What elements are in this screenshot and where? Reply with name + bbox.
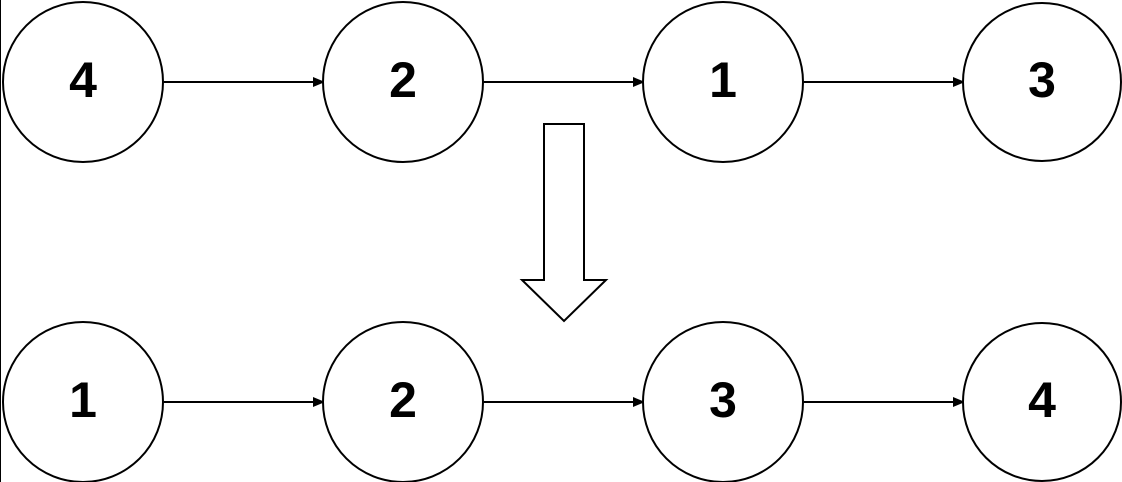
after-list: 1 2 3 4: [2, 321, 1122, 482]
node-value: 4: [1028, 372, 1056, 428]
node-value: 2: [389, 52, 417, 108]
list-node: 4: [962, 322, 1122, 482]
list-node: 3: [962, 2, 1122, 162]
node-value: 1: [709, 52, 737, 108]
node-value: 1: [69, 372, 97, 428]
node-value: 3: [1028, 52, 1056, 108]
list-node: 1: [642, 1, 804, 163]
list-node: 3: [642, 321, 804, 482]
node-value: 2: [389, 372, 417, 428]
before-list: 4 2 1 3: [2, 1, 1122, 163]
list-node: 1: [2, 321, 164, 482]
list-node: 2: [322, 321, 484, 482]
list-node: 4: [2, 1, 164, 163]
node-value: 4: [69, 52, 97, 108]
down-arrow-icon: [519, 123, 609, 323]
node-value: 3: [709, 372, 737, 428]
list-node: 2: [322, 1, 484, 163]
